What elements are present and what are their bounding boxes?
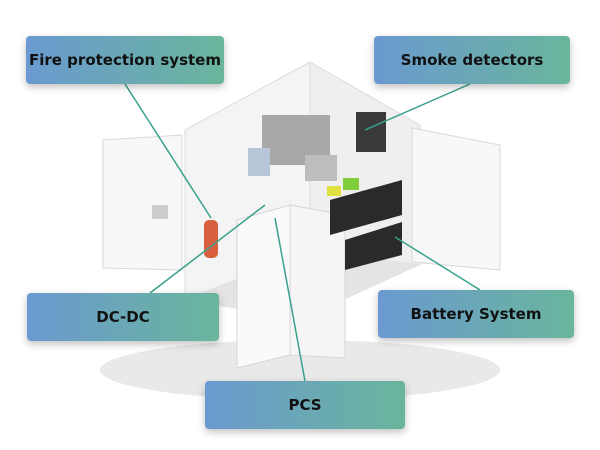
label-smoke-detectors: Smoke detectors [374, 36, 570, 84]
right-door [411, 127, 501, 271]
label-dc-dc: DC-DC [27, 293, 219, 341]
smoke-detector-housing [356, 112, 386, 152]
front-door-right [289, 204, 346, 359]
dcdc-module [305, 155, 337, 181]
module-green [343, 178, 359, 190]
leader-line-battery [394, 236, 481, 291]
leader-line-pcs [274, 217, 306, 382]
leader-line-fire [124, 83, 212, 219]
battery-rack-lower [345, 222, 402, 270]
label-pcs: PCS [205, 381, 405, 429]
left-door [102, 134, 183, 271]
label-battery-system: Battery System [378, 290, 574, 338]
electrical-box [248, 148, 270, 176]
door-label-plate [152, 205, 168, 219]
leader-line-smoke [364, 83, 471, 131]
front-door-left [236, 204, 291, 369]
label-fire-protection-system: Fire protection system [26, 36, 224, 84]
battery-rack-upper [330, 180, 402, 235]
fire-extinguisher [204, 220, 218, 258]
leader-line-dcdc [149, 204, 266, 294]
module-yellow [327, 186, 341, 196]
